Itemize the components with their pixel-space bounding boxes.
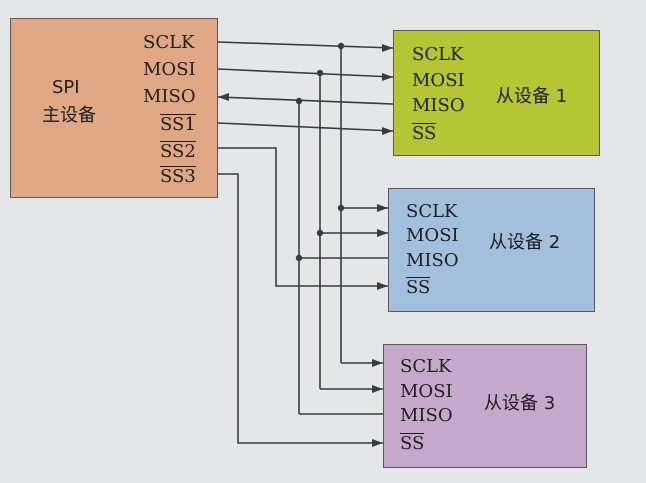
slave-1-box <box>393 30 600 156</box>
master-title-line2: 主设备 <box>42 105 96 126</box>
slave-2-pin-mosi: MOSI <box>406 225 459 246</box>
mosi-arrow-slave3 <box>372 385 383 393</box>
slave-2-pin-miso: MISO <box>406 250 459 271</box>
master-pin-ss2: SS2 <box>160 141 196 162</box>
spi-master-box <box>10 18 218 198</box>
mosi-arrow-slave2 <box>377 229 388 237</box>
slave-3-title: 从设备 3 <box>484 393 556 414</box>
ss2-arrow <box>377 282 388 290</box>
sclk-junction-1 <box>337 42 345 50</box>
ss3-arrow <box>372 439 383 447</box>
slave-2-pin-ss: SS <box>406 277 431 298</box>
ss3-wire <box>218 173 383 444</box>
master-pin-ss1: SS1 <box>160 114 196 135</box>
master-title-line1: SPI <box>52 77 80 98</box>
mosi-wire-master-to-slave1 <box>217 68 394 78</box>
slave-1-title: 从设备 1 <box>496 86 568 107</box>
master-pin-mosi: MOSI <box>143 59 196 80</box>
miso-wire-slave1-to-master <box>217 96 394 105</box>
ss1-arrow <box>382 127 393 135</box>
sclk-wire-master-to-slave1 <box>217 41 394 49</box>
ss1-wire <box>217 122 394 132</box>
miso-junction-2 <box>295 254 303 262</box>
sclk-junction-2 <box>337 204 345 212</box>
slave-1-pin-miso: MISO <box>412 95 465 116</box>
mosi-junction-2 <box>316 229 324 237</box>
slave-3-pin-mosi: MOSI <box>400 381 453 402</box>
slave-3-pin-sclk: SCLK <box>400 356 452 377</box>
slave-3-box <box>383 344 587 468</box>
slave-3-pin-miso: MISO <box>400 405 453 426</box>
mosi-junction-1 <box>316 69 324 77</box>
master-pin-miso: MISO <box>143 86 196 107</box>
sclk-arrow-slave1 <box>382 44 393 52</box>
master-pin-sclk: SCLK <box>143 32 195 53</box>
mosi-arrow-slave1 <box>382 73 393 81</box>
slave-1-pin-sclk: SCLK <box>412 44 464 65</box>
slave-1-pin-ss: SS <box>412 123 437 144</box>
miso-arrow-master <box>218 93 229 101</box>
slave-3-pin-ss: SS <box>400 433 425 454</box>
slave-2-title: 从设备 2 <box>489 232 561 253</box>
ss2-wire <box>218 147 388 287</box>
sclk-arrow-slave2 <box>377 204 388 212</box>
slave-2-box <box>388 188 595 312</box>
slave-1-pin-mosi: MOSI <box>412 70 465 91</box>
master-pin-ss3: SS3 <box>160 166 196 187</box>
slave-2-pin-sclk: SCLK <box>406 201 458 222</box>
miso-junction-1 <box>295 97 303 105</box>
sclk-arrow-slave3 <box>372 359 383 367</box>
